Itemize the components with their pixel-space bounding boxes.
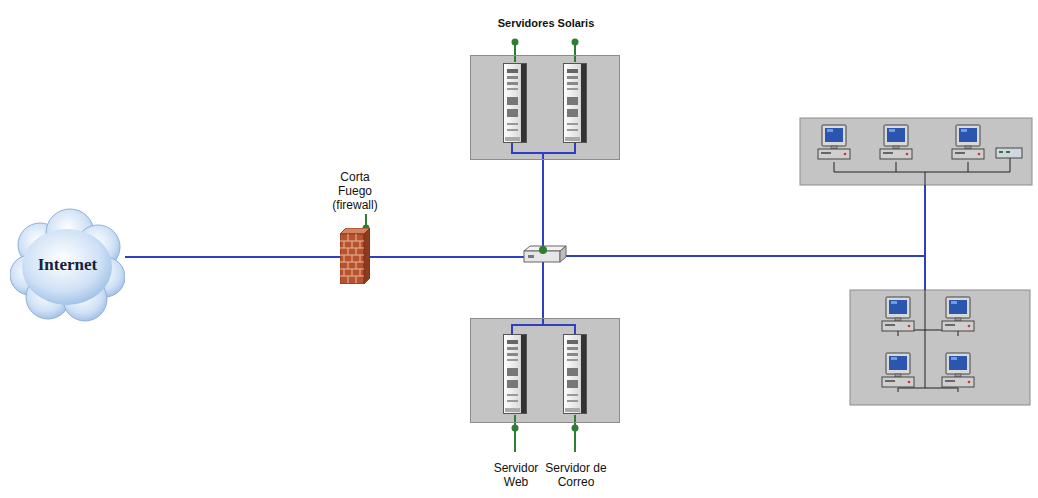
workstation (880, 125, 912, 159)
server-group: Servidor WebServidor de Correo (470, 318, 620, 423)
leader-line (515, 40, 575, 62)
server-group: Servidores Solaris (470, 55, 620, 160)
brick-wall (340, 228, 370, 284)
network-switch (524, 246, 566, 262)
workstation (942, 353, 974, 387)
server-bus (512, 143, 575, 160)
lan-wire-thin (834, 158, 1010, 392)
leader-line (515, 415, 575, 452)
server-tower (564, 335, 587, 414)
workstation-panel (850, 290, 1030, 405)
node-caption: Servidor Web (485, 461, 547, 489)
workstation (882, 353, 914, 387)
node-caption: Corta Fuego (firewall) (332, 170, 377, 212)
leader-dot (512, 39, 579, 46)
network-link (370, 257, 543, 318)
network-link (125, 256, 340, 258)
workstation (818, 125, 850, 159)
internet-cloud: Internet (10, 205, 125, 325)
node-caption: Servidores Solaris (498, 16, 595, 30)
node-caption: Servidor de Correo (545, 461, 607, 489)
workstation-panel (800, 118, 1032, 185)
server-panel (470, 318, 620, 423)
workstation (882, 297, 914, 331)
firewall-wall: Corta Fuego (firewall) (340, 228, 370, 284)
leader-dot (512, 425, 579, 432)
server-tower (504, 335, 527, 414)
workstation (942, 297, 974, 331)
server-panel (470, 55, 620, 160)
network-link (370, 160, 543, 257)
node-label: Internet (38, 255, 97, 275)
workstation (952, 125, 984, 159)
server-tower (504, 64, 527, 143)
server-bus (512, 318, 575, 334)
server-tower (564, 64, 587, 143)
network-device (996, 148, 1022, 158)
lan-wire (560, 185, 925, 290)
